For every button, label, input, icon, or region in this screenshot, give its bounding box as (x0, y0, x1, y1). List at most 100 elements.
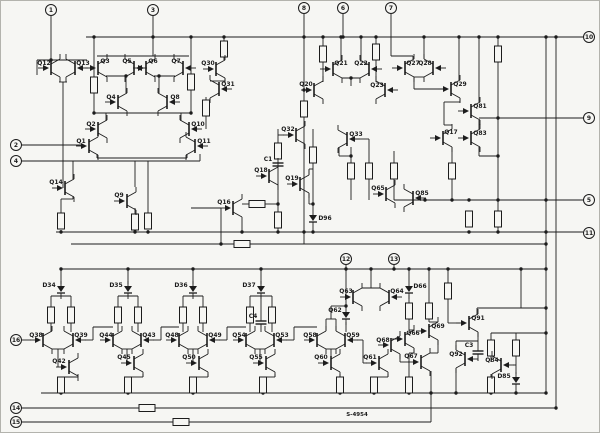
collector-lead (88, 136, 99, 143)
base-arrow (191, 126, 197, 132)
transistor-Q2: Q2 (85, 115, 108, 143)
collector-lead (50, 58, 61, 65)
component-label: Q84 (485, 357, 498, 364)
resistor (336, 376, 344, 394)
base-arrow (292, 181, 298, 187)
junction-dot (92, 35, 96, 39)
collector-lead (378, 353, 389, 360)
resistor (274, 142, 282, 160)
emitter-lead (404, 342, 415, 349)
junction-dot (422, 35, 426, 39)
component-label: Q61 (363, 354, 376, 361)
diode-triangle (57, 286, 65, 292)
transistor-Q85: Q85 (403, 184, 429, 212)
emitter-lead (145, 71, 156, 78)
emitter-lead (352, 300, 363, 307)
base-arrow (383, 342, 389, 348)
component-label: C3 (465, 342, 474, 349)
junction-dot (514, 391, 518, 395)
resistor (202, 99, 210, 117)
junction-dot (467, 198, 471, 202)
emitter-lead (68, 370, 79, 377)
junction-dot (189, 35, 193, 39)
junction-dot (554, 406, 558, 410)
base-arrow (276, 337, 282, 343)
component-label: D37 (242, 282, 255, 289)
component-label: Q18 (254, 167, 267, 174)
component-label: Q38 (29, 332, 42, 339)
collector-lead (332, 59, 343, 66)
component-label: Q27 (406, 60, 419, 67)
junction-dot (92, 111, 96, 115)
transistor-Q84: Q84 (485, 351, 514, 379)
emitter-lead (442, 141, 453, 148)
component-label: Q17 (444, 129, 457, 136)
resistor (131, 213, 139, 231)
resistor (465, 210, 473, 228)
diode-D35: D35 (109, 281, 132, 299)
base-arrow (467, 356, 473, 362)
base-arrow (463, 108, 469, 114)
transistor-Q59: Q59 (335, 326, 360, 354)
collector-lead (131, 330, 142, 337)
emitter-lead (379, 300, 390, 307)
component-label: C4 (249, 313, 258, 320)
base-arrow (185, 65, 191, 71)
junction-dot (454, 391, 458, 395)
terminal-6: 6 (337, 2, 349, 14)
diode-Q62: Q62 (328, 307, 350, 325)
junction-dot (496, 154, 500, 158)
terminal-9: 9 (583, 112, 595, 124)
base-arrow (191, 360, 197, 366)
emitter-lead (295, 138, 306, 145)
emitter-lead (179, 132, 190, 139)
emitter-lead (313, 93, 324, 100)
component-label: Q58 (303, 332, 316, 339)
transistor-Q1: Q1 (76, 132, 99, 160)
collector-lead (126, 191, 137, 198)
collector-lead (265, 353, 276, 360)
junction-dot (369, 267, 373, 271)
resistor (405, 376, 413, 394)
emitter-lead (375, 93, 386, 100)
emitter-lead (124, 71, 135, 78)
component-label: Q81 (473, 103, 486, 110)
resistor (444, 282, 452, 300)
collector-lead (133, 353, 144, 360)
emitter-lead (423, 71, 434, 78)
terminal-16: 16 (10, 334, 22, 346)
emitter-lead (97, 71, 108, 78)
junction-dot (344, 304, 348, 308)
terminal-number: 10 (585, 34, 593, 41)
collector-lead (64, 178, 75, 185)
emitter-lead (126, 204, 137, 211)
collector-lead (112, 330, 123, 337)
component-label: Q39 (74, 332, 87, 339)
transistor-Q23: Q23 (370, 76, 398, 104)
junction-dot (359, 35, 363, 39)
junction-dot (219, 242, 223, 246)
diode-D37: D37 (242, 281, 265, 299)
component-label: Q85 (415, 190, 428, 197)
base-arrow (61, 364, 67, 370)
emitter-lead (299, 187, 310, 194)
transistor-Q69: Q69 (416, 317, 445, 345)
emitter-lead (468, 326, 479, 333)
emitter-lead (245, 343, 256, 350)
component-label: Q49 (208, 332, 221, 339)
transistor-Q21: Q21 (320, 55, 348, 83)
transistor-Q92: Q92 (449, 345, 478, 373)
junction-dot (544, 391, 548, 395)
emitter-lead (265, 366, 276, 373)
transistor-Q65: Q65 (371, 180, 396, 208)
resistor (179, 306, 187, 324)
emitter-lead (133, 366, 144, 373)
emitter-lead (337, 142, 348, 149)
collector-lead (65, 58, 76, 65)
emitter-lead (131, 343, 142, 350)
junction-dot (496, 230, 500, 234)
emitter-lead (455, 362, 466, 369)
collector-lead (299, 174, 310, 181)
terminal-pad (10, 155, 22, 167)
